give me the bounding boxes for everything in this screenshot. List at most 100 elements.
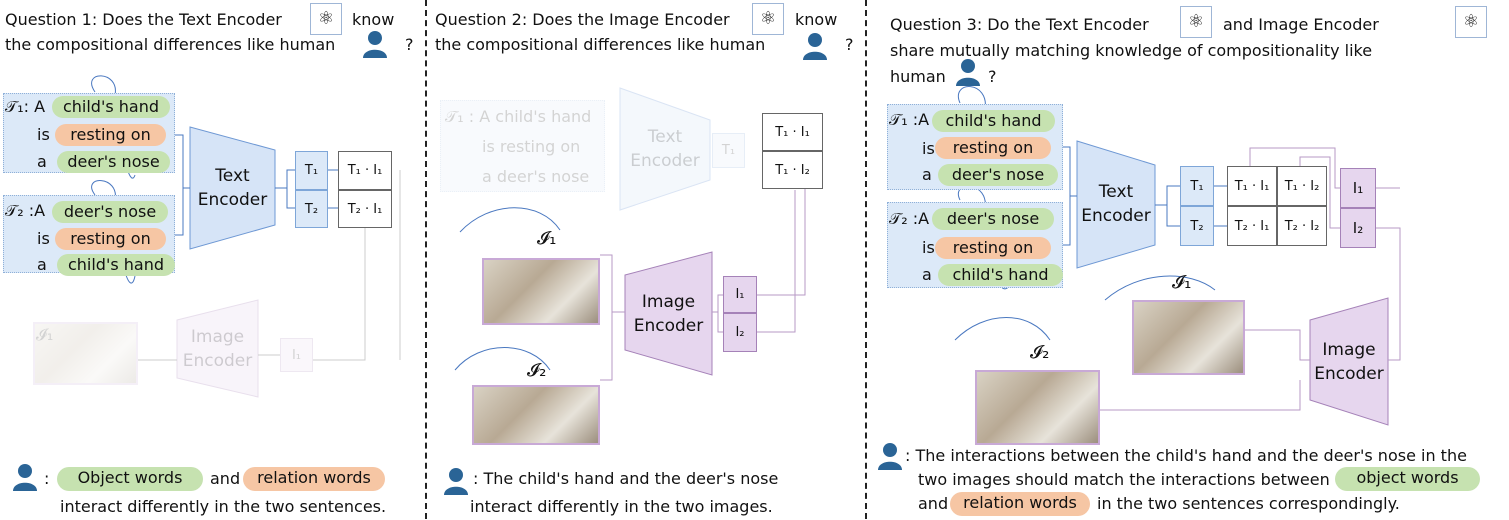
similarity-cell: T₁ · I₁: [762, 113, 823, 151]
word-a: a: [922, 165, 932, 184]
similarity-cell: T₁ · I₂: [762, 151, 823, 189]
image-label: 𝓘₁: [36, 325, 54, 344]
image-label: 𝓘₂: [527, 360, 547, 381]
relation-word-pill: resting on: [55, 124, 166, 146]
legend-relation-words: relation words: [950, 492, 1090, 516]
q1-title-know: know: [352, 10, 395, 29]
similarity-cell: T₂ · I₁: [338, 190, 392, 228]
legend-and: and: [918, 494, 949, 513]
q2-title-line1: Question 2: Does the Image Encoder: [435, 10, 730, 29]
object-word-pill: child's hand: [938, 264, 1063, 286]
q2-title-know: know: [795, 10, 838, 29]
text-embedding-t1: T₁: [1180, 166, 1214, 206]
q3-title-human: human: [890, 67, 946, 86]
q3-title-line1: Question 3: Do the Text Encoder: [890, 15, 1149, 34]
divider-1: [425, 0, 427, 519]
t1-label: 𝒯₁: A: [5, 97, 46, 116]
word-is: is: [922, 238, 935, 257]
similarity-cell: T₁ · I₁: [1227, 166, 1277, 206]
text-encoder: Text Encoder: [1081, 182, 1151, 226]
text-embedding-t2: T₂: [1180, 206, 1214, 246]
text-encoder: Text Encoder: [197, 166, 268, 210]
q3-title-line2: share mutually matching knowledge of com…: [890, 41, 1373, 60]
object-word-pill: deer's nose: [932, 208, 1054, 230]
q2-title-line2: the compositional differences like human: [435, 35, 766, 54]
legend-relation-words: relation words: [243, 467, 385, 491]
legend-object-words: object words: [1335, 467, 1480, 491]
object-word-pill: child's hand: [57, 254, 175, 276]
legend-line1: : The child's hand and the deer's nose: [473, 469, 779, 488]
similarity-cell: T₂ · I₂: [1277, 206, 1327, 246]
similarity-cell: T₁ · I₁: [338, 151, 392, 190]
person-icon: [956, 59, 980, 86]
relation-word-pill: resting on: [935, 237, 1051, 259]
neural-network-icon: ⚛: [1180, 6, 1212, 38]
image-encoder-shape-3: [1309, 297, 1389, 426]
object-word-pill: deer's nose: [52, 201, 168, 223]
word-is: is: [37, 229, 50, 248]
object-word-pill: deer's nose: [938, 164, 1058, 186]
image-embedding-i1: I₁: [1340, 168, 1376, 208]
similarity-cell: T₂ · I₁: [1227, 206, 1277, 246]
object-word-pill: child's hand: [932, 110, 1055, 132]
legend-line2: interact differently in the two sentence…: [60, 497, 387, 516]
text-embedding-t1: T₁: [712, 133, 745, 168]
neural-network-icon: ⚛: [310, 3, 342, 35]
q3-qmark: ?: [988, 67, 997, 86]
q1-title-line1: Question 1: Does the Text Encoder: [5, 10, 282, 29]
relation-word-pill: resting on: [935, 137, 1051, 159]
text-encoder-faded: Text Encoder: [630, 127, 700, 171]
sentence-t1-faded: [440, 100, 605, 192]
faded-sentence: 𝒯₁ : A child's hand: [445, 107, 592, 126]
neural-network-icon: ⚛: [752, 3, 784, 35]
image-encoder: Image Encoder: [1314, 340, 1384, 384]
word-is: is: [922, 139, 935, 158]
legend-and: and: [210, 469, 241, 488]
text-embedding-t2: T₂: [295, 190, 328, 228]
image-encoder: Image Encoder: [633, 292, 704, 336]
legend-line2: two images should match the interactions…: [918, 470, 1330, 489]
image-encoder-faded: Image Encoder: [182, 327, 253, 371]
image-i2: [472, 385, 600, 445]
image-embedding-i2: I₂: [723, 313, 757, 352]
image-label: 𝓘₂: [1030, 342, 1050, 363]
image-i1: [482, 258, 600, 325]
neural-network-icon: ⚛: [1455, 6, 1487, 38]
word-a: a: [922, 265, 932, 284]
legend-line1: : The interactions between the child's h…: [905, 446, 1467, 465]
image-embedding-i1: I₁: [723, 276, 757, 313]
image-embedding-i2: I₂: [1340, 208, 1376, 248]
relation-word-pill: resting on: [55, 228, 166, 250]
person-icon: [13, 464, 37, 491]
t2-label: 𝒯₂ :A: [5, 201, 46, 220]
word-a: a: [37, 152, 47, 171]
person-icon: [444, 468, 468, 495]
image-i2: [975, 370, 1100, 445]
person-icon: [363, 31, 387, 58]
word-is: is: [37, 125, 50, 144]
object-word-pill: deer's nose: [57, 151, 170, 173]
similarity-cell: T₁ · I₂: [1277, 166, 1327, 206]
faded-sentence: a deer's nose: [482, 167, 590, 186]
object-word-pill: child's hand: [52, 96, 170, 118]
image-label: 𝓘₁: [1172, 272, 1192, 293]
q1-title-line2: the compositional differences like human: [5, 35, 336, 54]
legend-line3: in the two sentences correspondingly.: [1097, 494, 1400, 513]
q1-qmark: ?: [405, 35, 414, 54]
legend-colon: :: [44, 469, 50, 488]
q3-title-and-image-encoder: and Image Encoder: [1223, 15, 1379, 34]
legend-line2: interact differently in the two images.: [470, 497, 773, 516]
text-embedding-t1: T₁: [295, 151, 328, 190]
image-i1: [1132, 300, 1245, 375]
legend-object-words: Object words: [57, 467, 203, 491]
text-encoder-shape-1: [189, 126, 276, 250]
faded-sentence: is resting on: [482, 137, 581, 156]
divider-2: [865, 0, 867, 519]
text-encoder-shape-3: [1076, 140, 1156, 269]
t2-label: 𝒯₂ :A: [889, 209, 930, 228]
person-icon: [878, 443, 902, 470]
image-embedding-i1: I₁: [280, 338, 313, 372]
word-a: a: [37, 255, 47, 274]
person-icon: [803, 33, 827, 60]
